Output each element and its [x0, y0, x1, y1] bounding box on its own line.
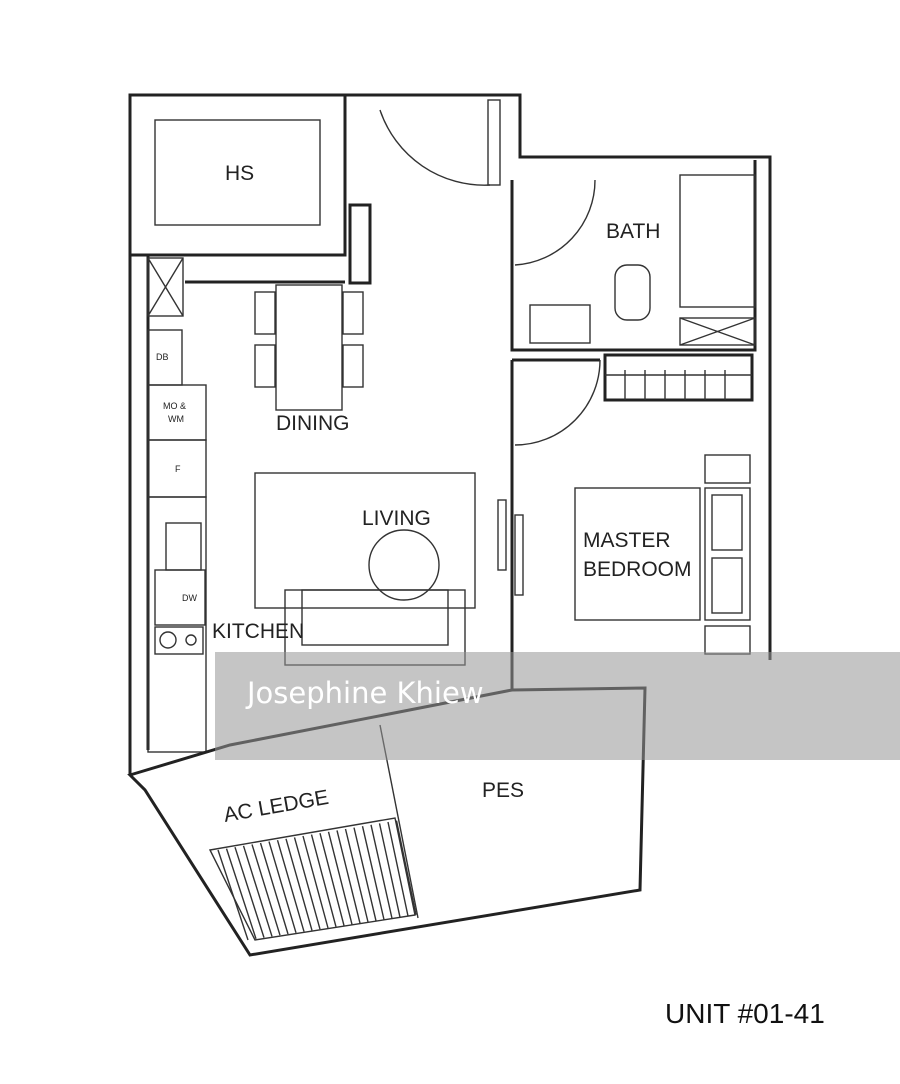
grille-line [310, 834, 337, 927]
grille-line [242, 845, 273, 937]
watermark-text: Josephine Khiew [247, 676, 484, 710]
label-hs: HS [225, 162, 254, 185]
wardrobe [603, 353, 754, 402]
grille-line [293, 837, 321, 930]
label-dw: DW [182, 593, 197, 603]
grille-line [234, 846, 265, 938]
living-rug [254, 472, 476, 609]
grille-line [217, 849, 249, 941]
grille-line [251, 844, 281, 936]
grille-line [319, 833, 345, 926]
grille-line [361, 826, 385, 920]
grille-line [353, 827, 377, 921]
grille-line [285, 838, 313, 931]
label-ac-ledge: AC LEDGE [222, 786, 331, 827]
label-kitchen: KITCHEN [212, 620, 304, 643]
toilet [614, 264, 651, 321]
grille-line [336, 830, 361, 924]
entrance-door-swing [379, 109, 491, 186]
dining-table [275, 284, 343, 411]
unit-label: UNIT #01-41 [665, 998, 825, 1029]
bed [574, 487, 701, 621]
label-db: DB [156, 352, 169, 362]
grille-line [225, 848, 257, 940]
label-bath: BATH [606, 220, 660, 243]
grille-line [344, 828, 369, 923]
label-mo-wm-2: WM [168, 414, 184, 424]
grille-line [387, 821, 409, 917]
grille-line [276, 840, 305, 932]
hs-inner [154, 119, 321, 226]
grille-line [327, 831, 353, 925]
label-master: MASTER [583, 529, 671, 552]
shoe-cabinet [348, 203, 372, 285]
grille-line [378, 823, 401, 918]
label-mo-wm-1: MO & [163, 401, 186, 411]
ac-ledge-grille [208, 817, 416, 941]
label-fridge: F [175, 464, 181, 474]
grille-line [259, 842, 289, 935]
label-dining: DINING [276, 412, 350, 435]
grille-line [395, 820, 417, 915]
grille-line [370, 824, 393, 919]
watermark-band: Josephine Khiew [215, 652, 900, 760]
label-living: LIVING [362, 507, 431, 530]
label-bedroom: BEDROOM [583, 558, 692, 581]
grille-line [268, 841, 297, 933]
label-pes: PES [482, 779, 524, 802]
grille-line [302, 835, 329, 929]
